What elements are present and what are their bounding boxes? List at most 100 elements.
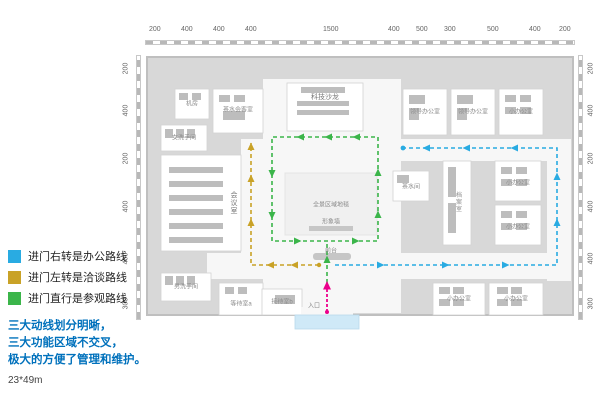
conference-table-row: [169, 195, 223, 201]
east-corridor: [547, 139, 571, 281]
dim-label: 400: [587, 252, 595, 265]
office-route-path: [335, 147, 558, 266]
furniture-layer: [165, 87, 531, 306]
desk: [439, 287, 450, 294]
desk: [192, 93, 201, 100]
route-arrow: [352, 133, 360, 141]
desk: [453, 287, 464, 294]
route-arrow: [323, 255, 331, 263]
legend-item-visit-route: 进门直行是参观路线: [8, 291, 127, 305]
route-arrow: [377, 261, 385, 269]
room-label-men-restroom: 男洗手间: [173, 284, 199, 291]
seat-row: [297, 110, 349, 115]
dim-label: 200: [587, 152, 595, 165]
route-legend: 进门右转是办公路线 进门左转是洽谈路线 进门直行是参观路线: [8, 249, 127, 312]
route-arrow: [266, 261, 274, 269]
room-outline: [261, 288, 303, 316]
dim-label: 400: [587, 104, 595, 117]
desk: [453, 299, 464, 306]
restroom-stall: [176, 276, 184, 285]
dim-label: 200: [122, 152, 130, 165]
room-label-small-office-mid1: 小办公室: [505, 180, 531, 187]
dim-label: 200: [587, 62, 595, 75]
desk: [516, 211, 527, 218]
dim-label: 400: [388, 26, 400, 33]
carpet-zone: [284, 172, 378, 236]
room-label-small-office-top: 小办公室: [508, 109, 534, 116]
route-endpoint: [400, 145, 406, 151]
desk: [501, 167, 512, 174]
desk: [457, 108, 467, 120]
green-swatch-icon: [8, 291, 21, 305]
desk: [439, 299, 450, 306]
plan-dimension: 23*49m: [8, 375, 43, 386]
desk: [516, 223, 527, 230]
room-label-image-wall: 形象墙: [321, 219, 341, 226]
legend-item-office-route: 进门右转是办公路线: [8, 249, 127, 263]
room-label-waiting-room: 等待室a: [230, 301, 252, 308]
desk: [234, 95, 245, 102]
conference-table-row: [169, 223, 223, 229]
route-arrow: [268, 212, 276, 220]
route-endpoint: [316, 262, 322, 268]
route-arrow: [553, 218, 561, 226]
dim-label: 500: [487, 26, 499, 33]
legend-label: 进门左转是洽谈路线: [28, 272, 127, 284]
left-scale-bar: [136, 55, 141, 320]
description-notes: 三大动线划分明晰， 三大功能区域不交叉， 极大的方便了管理和维护。 23*49m: [8, 318, 146, 386]
shelf: [448, 167, 456, 197]
route-arrow: [374, 210, 382, 218]
left-corridor: [241, 139, 263, 279]
desk: [520, 107, 531, 114]
dim-label: 200: [149, 26, 161, 33]
dim-label: 400: [587, 200, 595, 213]
route-arrow: [323, 281, 331, 290]
legend-item-negotiation-route: 进门左转是洽谈路线: [8, 270, 127, 284]
desk: [409, 95, 425, 104]
routes-layer: [247, 133, 561, 314]
dim-label: 300: [587, 297, 595, 310]
desk: [219, 95, 230, 102]
floor-plan: 机房 茶水会客室 女洗手间 会议室 男洗手间 等待室a 接待室b 科技沙龙 领导…: [145, 55, 575, 335]
route-arrow: [510, 144, 518, 152]
route-arrow: [422, 144, 430, 152]
restroom-stall: [165, 276, 173, 285]
top-dimension-ruler: 200 400 400 400 1500 400 500 300 500 400…: [145, 26, 575, 36]
restroom-stall: [165, 129, 173, 138]
desk: [501, 211, 512, 218]
conference-table-row: [169, 209, 223, 215]
top-scale-bar: [145, 40, 575, 45]
room-label-tech-salon: 科技沙龙: [311, 94, 339, 101]
seat-row: [297, 101, 349, 106]
restroom-stall: [176, 129, 184, 138]
right-scale-bar: [578, 55, 583, 320]
conference-table-row: [169, 181, 223, 187]
desk: [520, 95, 531, 102]
route-arrow: [352, 237, 360, 245]
room-label-conference-room: 会议室: [230, 191, 237, 215]
route-endpoint: [325, 310, 329, 314]
note-line: 极大的方便了管理和维护。: [8, 354, 146, 366]
route-arrow: [247, 174, 255, 182]
desk: [505, 107, 516, 114]
desk: [501, 179, 512, 186]
room-outline: [442, 160, 472, 246]
desk: [497, 287, 508, 294]
table: [223, 111, 245, 120]
dim-label: 400: [529, 26, 541, 33]
yellow-swatch-icon: [8, 270, 21, 284]
route-arrow: [247, 142, 255, 150]
room-label-carpet-area: 全景区域地毯: [312, 202, 350, 209]
desk: [497, 299, 508, 306]
route-arrow: [296, 133, 304, 141]
chair: [225, 287, 234, 294]
desk: [516, 167, 527, 174]
desk: [397, 175, 409, 183]
room-label-small-office-mid2: 小办公室: [505, 224, 531, 231]
desk: [511, 299, 522, 306]
legend-label: 进门右转是办公路线: [28, 251, 127, 263]
dim-label: 400: [122, 104, 130, 117]
note-line: 三大动线划分明晰，: [8, 320, 112, 332]
room-label-front-desk: 前台: [324, 248, 338, 255]
